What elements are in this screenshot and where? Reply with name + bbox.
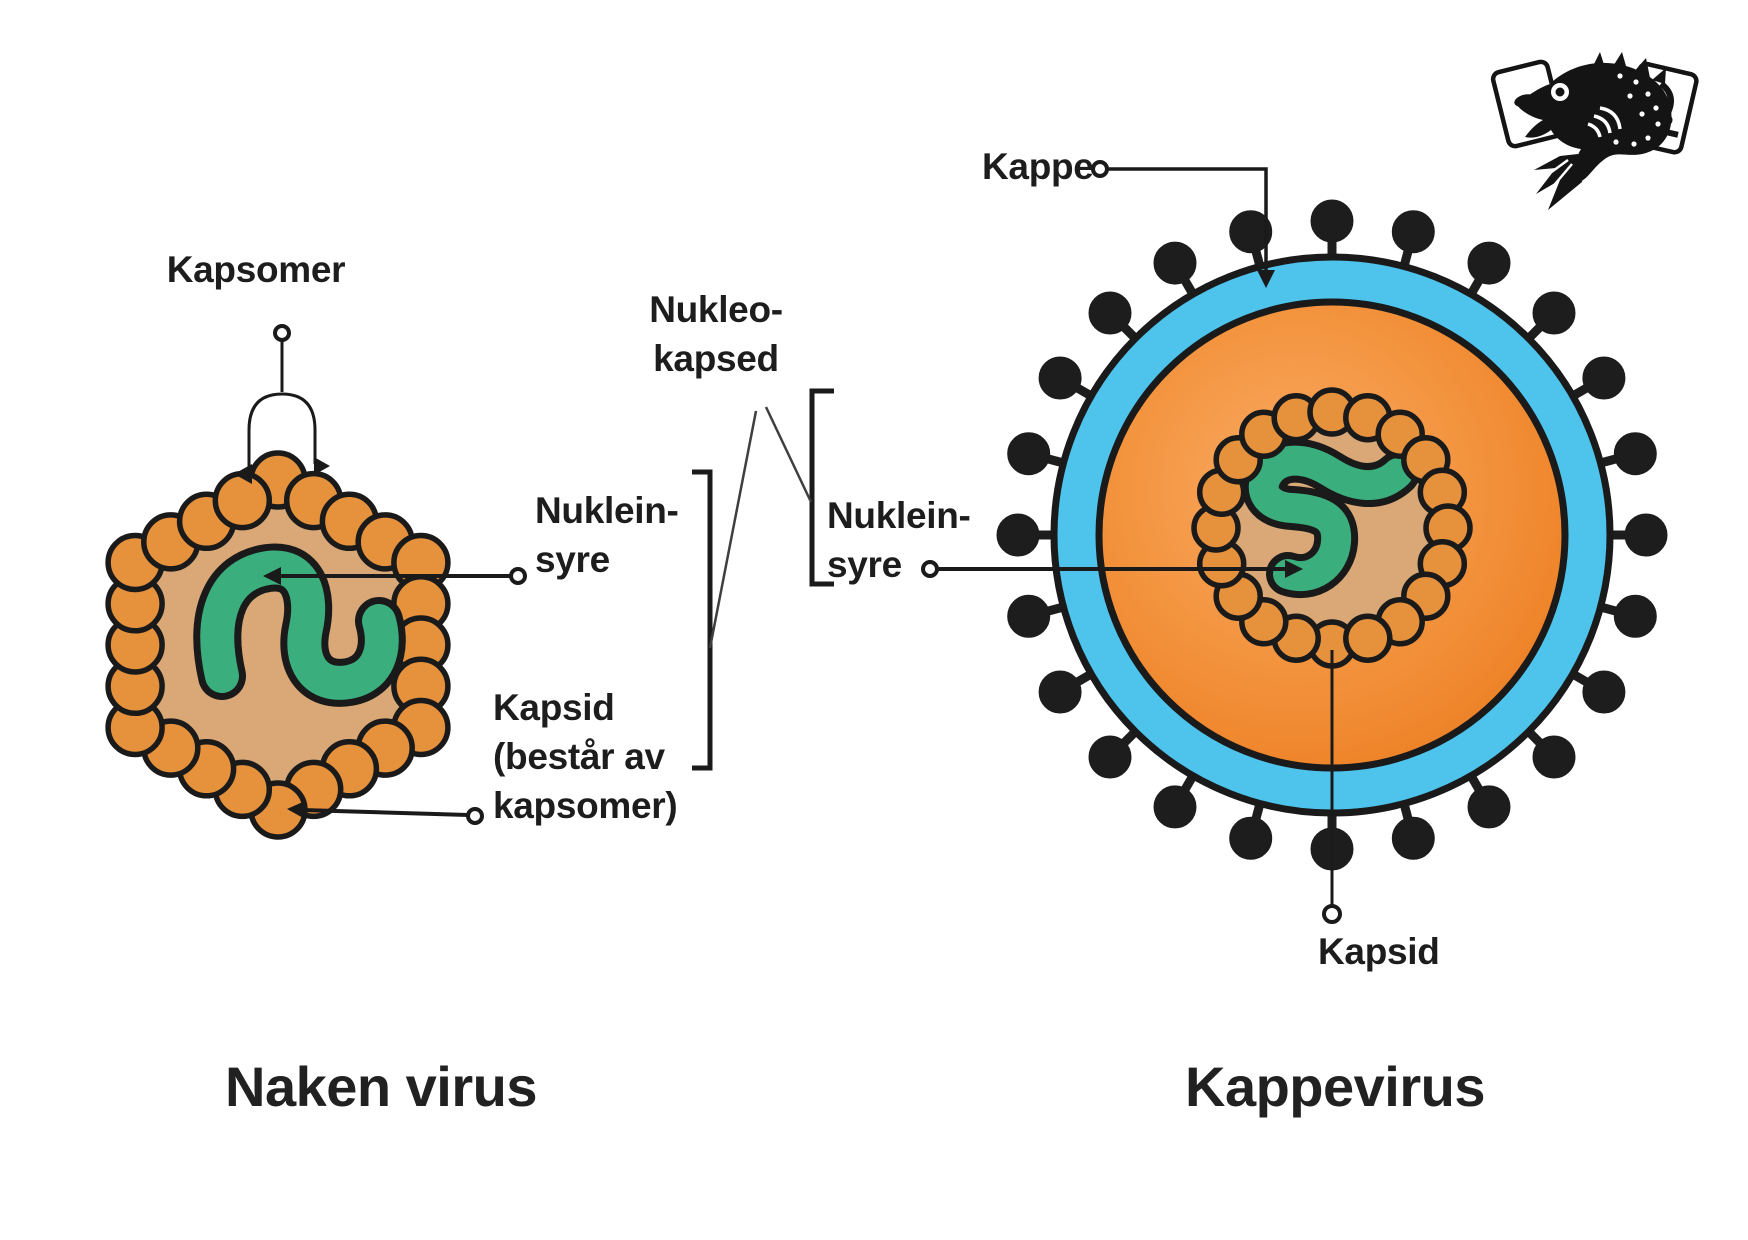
naked-virus-title: Naken virus	[225, 1055, 538, 1118]
left-group-bracket	[692, 469, 713, 771]
kapsomer-label: Kapsomer	[166, 249, 346, 290]
nucleic-acid	[1248, 445, 1413, 591]
kappe-label: Kappe	[982, 146, 1094, 187]
kapsid-left-pointer	[287, 801, 484, 825]
nuklein-syre-left-label: Nuklein- syre	[535, 490, 679, 580]
enveloped-virus-shape	[996, 199, 1668, 871]
nukleokapsid-label: Nukleo- kapsed	[649, 289, 783, 379]
naked-virus-shape	[105, 450, 451, 840]
nuklein-syre-right-label: Nuklein- syre	[827, 495, 971, 585]
kapsid-right-label: Kapsid	[1318, 931, 1440, 972]
kapsid-left-label: Kapsid (består av kapsomer)	[493, 687, 678, 826]
kapsid-right-pointer	[1322, 650, 1342, 924]
nucleic-acid	[200, 550, 399, 700]
nuklein-syre-right-pointer	[921, 560, 1303, 578]
nukleokapsid-brackets	[692, 388, 834, 771]
capsomer-ring	[105, 450, 451, 840]
right-group-bracket	[809, 388, 834, 587]
kappe-pointer	[1091, 160, 1275, 288]
fish-logo-icon	[1490, 52, 1699, 210]
inner-capsomer-ring	[1191, 387, 1473, 669]
enveloped-virus-title: Kappevirus	[1185, 1055, 1486, 1118]
kapsomer-pointer	[234, 324, 330, 484]
nuklein-syre-left-pointer	[263, 567, 527, 585]
